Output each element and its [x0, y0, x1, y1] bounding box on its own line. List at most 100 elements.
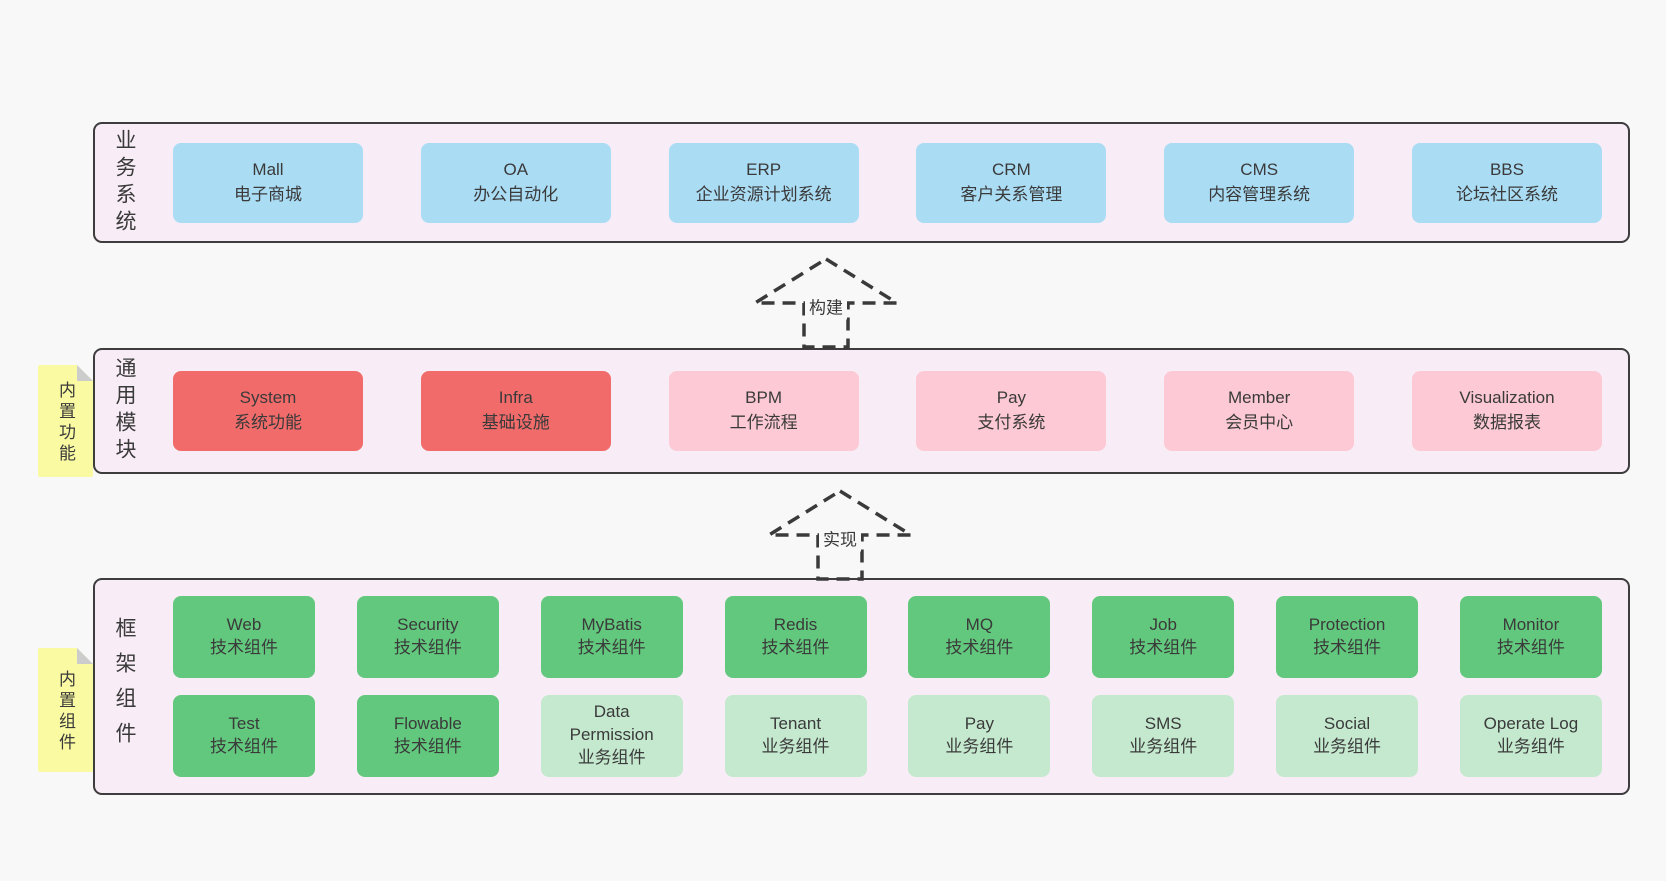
- layer-label-components: 框架组件: [113, 616, 136, 757]
- layer-label-business: 业务系统: [113, 128, 136, 237]
- box-subtitle: 业务组件: [1496, 736, 1565, 756]
- box-bbs: BBS 论坛社区系统: [1411, 142, 1602, 223]
- box-subtitle: 系统功能: [234, 413, 302, 432]
- component-rows: Web 技术组件 Security 技术组件 MyBatis 技术组件 Redi…: [145, 580, 1628, 793]
- box-title: BPM: [745, 388, 783, 408]
- box-tenant: Tenant 业务组件: [724, 694, 867, 777]
- dashed-up-arrow-icon: [765, 488, 915, 581]
- box-subtitle: 电子商城: [234, 184, 302, 204]
- sticky-note-text: 内置组件: [56, 670, 75, 754]
- box-title: System: [239, 388, 297, 408]
- box-subtitle: 业务组件: [577, 748, 646, 768]
- box-subtitle: 客户关系管理: [960, 184, 1063, 204]
- box-monitor: Monitor 技术组件: [1459, 596, 1602, 679]
- arrow-label: 构建: [805, 292, 847, 320]
- box-subtitle: 技术组件: [1313, 638, 1382, 658]
- box-subtitle: 技术组件: [210, 638, 278, 658]
- box-title: Redis: [773, 615, 818, 635]
- box-bpm: BPM 工作流程: [668, 371, 859, 451]
- dashed-up-arrow-icon: [751, 256, 901, 349]
- box-subtitle: 企业资源计划系统: [695, 184, 832, 204]
- box-subtitle: 业务组件: [1313, 736, 1382, 756]
- box-title: Infra: [498, 388, 533, 408]
- box-mall: Mall 电子商城: [173, 142, 363, 223]
- box-mq: MQ 技术组件: [908, 596, 1051, 679]
- box-title: MyBatis: [581, 615, 642, 635]
- box-title: Security: [397, 615, 459, 635]
- box-title: Pay: [996, 388, 1027, 408]
- box-subtitle: 论坛社区系统: [1455, 184, 1558, 204]
- box-title: CRM: [992, 159, 1031, 179]
- box-data-permission: Data Permission 业务组件: [540, 694, 683, 777]
- box-visualization: Visualization 数据报表: [1411, 371, 1602, 451]
- box-title: Data Permission: [569, 702, 654, 745]
- box-sms: SMS 业务组件: [1092, 694, 1235, 777]
- box-title: Operate Log: [1483, 713, 1579, 733]
- box-subtitle: 业务组件: [945, 736, 1014, 756]
- box-operate-log: Operate Log 业务组件: [1459, 694, 1602, 777]
- box-cms: CMS 内容管理系统: [1164, 142, 1355, 223]
- box-crm: CRM 客户关系管理: [916, 142, 1107, 223]
- box-subtitle: 工作流程: [729, 413, 798, 432]
- framework-components-layer: 框架组件 Web 技术组件 Security 技术组件 MyBatis 技术组件…: [93, 578, 1630, 795]
- box-subtitle: 技术组件: [210, 736, 278, 756]
- box-pay-component: Pay 业务组件: [908, 694, 1051, 777]
- business-boxes: Mall 电子商城 OA 办公自动化 ERP 企业资源计划系统 CRM 客户关系…: [145, 124, 1628, 241]
- box-infra: Infra 基础设施: [420, 371, 611, 451]
- box-subtitle: 技术组件: [1129, 638, 1198, 658]
- box-web: Web 技术组件: [173, 596, 315, 679]
- box-subtitle: 会员中心: [1225, 413, 1294, 432]
- box-subtitle: 支付系统: [977, 413, 1046, 432]
- box-subtitle: 技术组件: [393, 638, 462, 658]
- box-subtitle: 内容管理系统: [1208, 184, 1311, 204]
- sticky-note-builtin-features: 内置功能: [38, 365, 93, 477]
- box-security: Security 技术组件: [356, 596, 499, 679]
- sticky-note-builtin-components: 内置组件: [38, 648, 93, 772]
- box-subtitle: 业务组件: [1129, 736, 1198, 756]
- box-subtitle: 技术组件: [945, 638, 1014, 658]
- box-title: SMS: [1144, 713, 1182, 733]
- box-title: Pay: [964, 713, 995, 733]
- box-title: CMS: [1240, 159, 1279, 179]
- box-oa: OA 办公自动化: [420, 142, 611, 223]
- box-title: Web: [226, 615, 262, 635]
- component-row-1: Web 技术组件 Security 技术组件 MyBatis 技术组件 Redi…: [173, 596, 1602, 679]
- box-title: MQ: [965, 615, 994, 635]
- box-title: OA: [503, 159, 529, 179]
- box-title: BBS: [1489, 159, 1524, 179]
- box-social: Social 业务组件: [1276, 694, 1419, 777]
- box-subtitle: 技术组件: [761, 638, 830, 658]
- box-title: Visualization: [1459, 388, 1555, 408]
- box-title: Test: [228, 713, 260, 733]
- box-title: Flowable: [393, 713, 462, 733]
- layer-label-modules: 通用模块: [113, 357, 136, 465]
- box-title: ERP: [746, 159, 782, 179]
- box-subtitle: 基础设施: [481, 413, 550, 432]
- common-modules-layer: 通用模块 System 系统功能 Infra 基础设施 BPM 工作流程 Pay…: [93, 348, 1630, 474]
- box-mybatis: MyBatis 技术组件: [540, 596, 683, 679]
- box-job: Job 技术组件: [1092, 596, 1235, 679]
- box-protection: Protection 技术组件: [1276, 596, 1419, 679]
- arrow-label: 实现: [819, 524, 861, 552]
- module-boxes: System 系统功能 Infra 基础设施 BPM 工作流程 Pay 支付系统…: [145, 350, 1628, 472]
- component-row-2: Test 技术组件 Flowable 技术组件 Data Permission …: [173, 694, 1602, 777]
- box-erp: ERP 企业资源计划系统: [668, 142, 859, 223]
- box-subtitle: 技术组件: [1496, 638, 1565, 658]
- box-subtitle: 数据报表: [1472, 413, 1541, 432]
- box-test: Test 技术组件: [173, 694, 315, 777]
- box-member: Member 会员中心: [1164, 371, 1355, 451]
- box-redis: Redis 技术组件: [724, 596, 867, 679]
- box-title: Monitor: [1502, 615, 1560, 635]
- box-title: Mall: [252, 159, 284, 179]
- box-flowable: Flowable 技术组件: [356, 694, 499, 777]
- box-title: Social: [1323, 713, 1371, 733]
- box-subtitle: 技术组件: [393, 736, 462, 756]
- box-title: Job: [1149, 615, 1177, 635]
- business-systems-layer: 业务系统 Mall 电子商城 OA 办公自动化 ERP 企业资源计划系统 CRM…: [93, 122, 1630, 243]
- box-subtitle: 办公自动化: [473, 184, 559, 204]
- box-subtitle: 技术组件: [577, 638, 646, 658]
- box-title: Protection: [1308, 615, 1386, 635]
- build-arrow: 构建: [751, 254, 901, 350]
- box-title: Member: [1228, 388, 1291, 408]
- sticky-note-text: 内置功能: [56, 381, 75, 465]
